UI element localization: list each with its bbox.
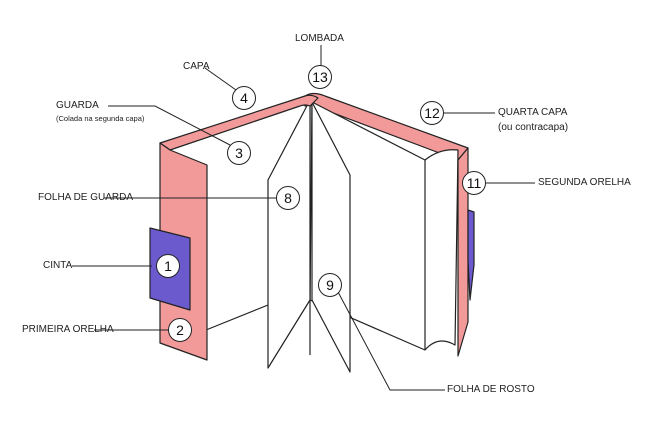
label-quarta-capa: QUARTA CAPA (498, 107, 568, 118)
label-folha-de-rosto: FOLHA DE ROSTO (447, 384, 535, 395)
leader-capa (204, 67, 237, 91)
callout-9: 9 (318, 273, 342, 297)
label-guarda: GUARDA (56, 100, 99, 111)
leader-guarda (108, 105, 231, 146)
label-guarda-note: (Colada na segunda capa) (56, 114, 145, 123)
callout-12: 12 (420, 101, 444, 125)
label-lombada: LOMBADA (295, 33, 344, 44)
label-cinta: CINTA (43, 260, 73, 271)
left-fan-page (267, 99, 311, 369)
label-quarta-capa-note: (ou contracapa) (498, 122, 569, 133)
leader-folha-de-rosto (336, 289, 445, 391)
left-page-bottom-edge (205, 304, 269, 331)
leader-lines (72, 45, 535, 391)
label-primeira-orelha: PRIMEIRA ORELHA (22, 324, 114, 335)
label-capa: CAPA (183, 61, 210, 72)
callout-4: 4 (232, 86, 256, 110)
callout-3: 3 (227, 141, 251, 165)
callout-2: 2 (168, 318, 192, 342)
callout-8: 8 (276, 186, 300, 210)
back-cinta-band (467, 209, 475, 301)
front-cover-top (159, 94, 319, 151)
label-segunda-orelha: SEGUNDA ORELHA (538, 177, 631, 188)
right-fan-page (311, 101, 351, 373)
label-folha-de-guarda: FOLHA DE GUARDA (38, 192, 134, 203)
callout-13: 13 (308, 65, 332, 89)
callout-11: 11 (462, 171, 486, 195)
callout-1: 1 (156, 254, 180, 278)
